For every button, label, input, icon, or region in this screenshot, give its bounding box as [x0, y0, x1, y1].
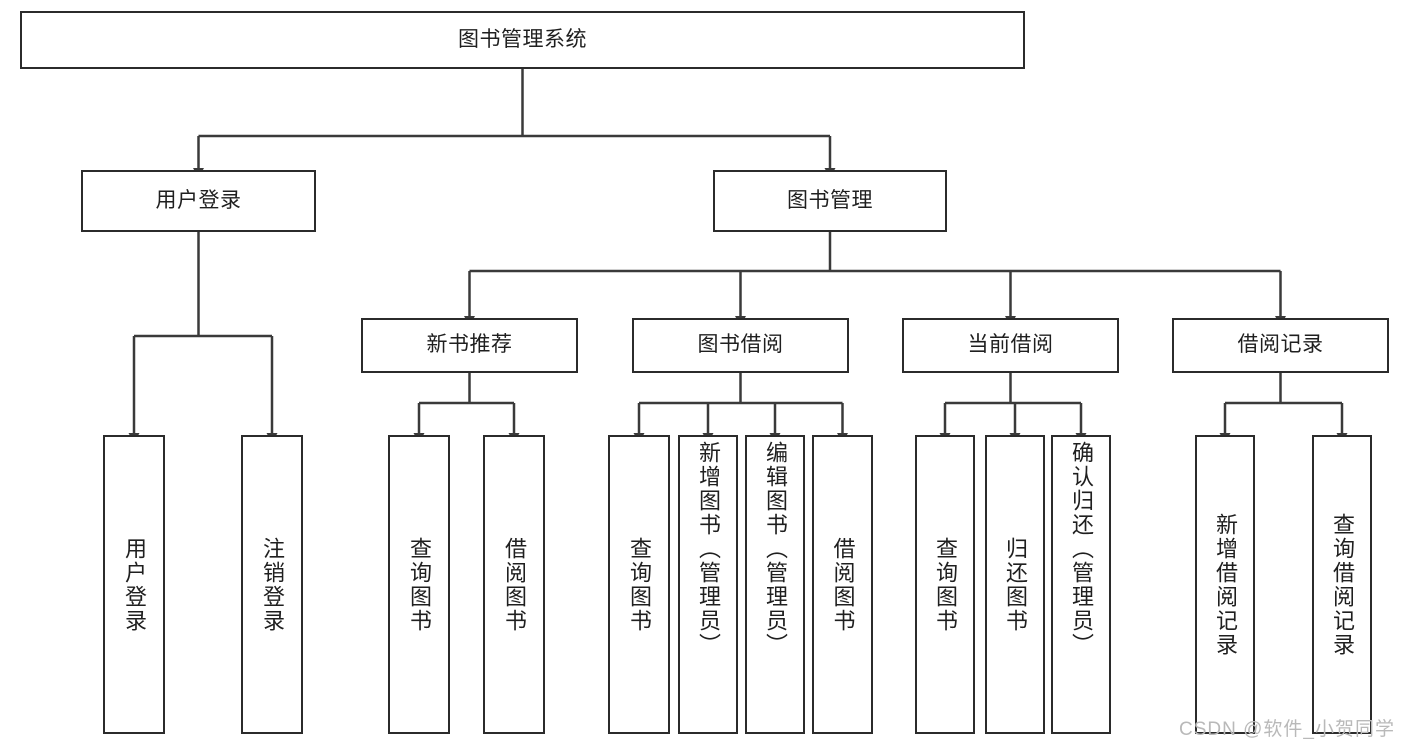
node-label-root: 图书管理系统	[458, 27, 587, 51]
node-newbook[interactable]: 新书推荐	[361, 318, 578, 373]
node-nb-borrow[interactable]: 借阅图书	[483, 435, 545, 734]
node-current[interactable]: 当前借阅	[902, 318, 1119, 373]
node-login[interactable]: 用户登录	[81, 170, 316, 232]
node-bk-query[interactable]: 查询图书	[608, 435, 670, 734]
node-logout[interactable]: 注销登录	[241, 435, 303, 734]
node-label-rec-add: 新增借阅记录	[1213, 512, 1238, 657]
node-cur-query[interactable]: 查询图书	[915, 435, 975, 734]
node-bk-borrow[interactable]: 借阅图书	[812, 435, 873, 734]
node-cur-confirm[interactable]: 确认归还（管理员）	[1051, 435, 1111, 734]
node-borrow[interactable]: 图书借阅	[632, 318, 849, 373]
node-bk-edit[interactable]: 编辑图书（管理员）	[745, 435, 805, 734]
node-label-records: 借阅记录	[1237, 333, 1324, 357]
node-label-rec-query: 查询借阅记录	[1330, 512, 1355, 657]
node-userlogin[interactable]: 用户登录	[103, 435, 165, 734]
node-label-logout: 注销登录	[260, 536, 285, 633]
node-label-nb-borrow: 借阅图书	[502, 536, 527, 633]
node-label-bookmgmt: 图书管理	[787, 188, 873, 212]
node-label-borrow: 图书借阅	[697, 333, 784, 357]
node-root[interactable]: 图书管理系统	[20, 11, 1025, 69]
node-bk-add[interactable]: 新增图书（管理员）	[678, 435, 738, 734]
node-nb-query[interactable]: 查询图书	[388, 435, 450, 734]
node-label-cur-return: 归还图书	[1003, 536, 1028, 633]
node-bookmgmt[interactable]: 图书管理	[713, 170, 947, 232]
node-rec-add[interactable]: 新增借阅记录	[1195, 435, 1255, 734]
node-label-login: 用户登录	[155, 188, 242, 212]
node-label-bk-query: 查询图书	[627, 536, 652, 633]
node-label-cur-query: 查询图书	[933, 536, 958, 633]
node-cur-return[interactable]: 归还图书	[985, 435, 1045, 734]
node-label-userlogin: 用户登录	[122, 536, 147, 633]
node-records[interactable]: 借阅记录	[1172, 318, 1389, 373]
watermark: CSDN @软件_小贺同学	[1179, 719, 1395, 740]
node-rec-query[interactable]: 查询借阅记录	[1312, 435, 1372, 734]
node-label-cur-confirm: 确认归还（管理员）	[1069, 441, 1094, 657]
node-label-current: 当前借阅	[967, 333, 1054, 357]
node-label-bk-borrow: 借阅图书	[830, 536, 856, 633]
node-label-nb-query: 查询图书	[407, 536, 432, 633]
node-label-bk-edit: 编辑图书（管理员）	[763, 441, 788, 657]
node-label-bk-add: 新增图书（管理员）	[696, 441, 721, 657]
node-label-newbook: 新书推荐	[426, 333, 513, 357]
